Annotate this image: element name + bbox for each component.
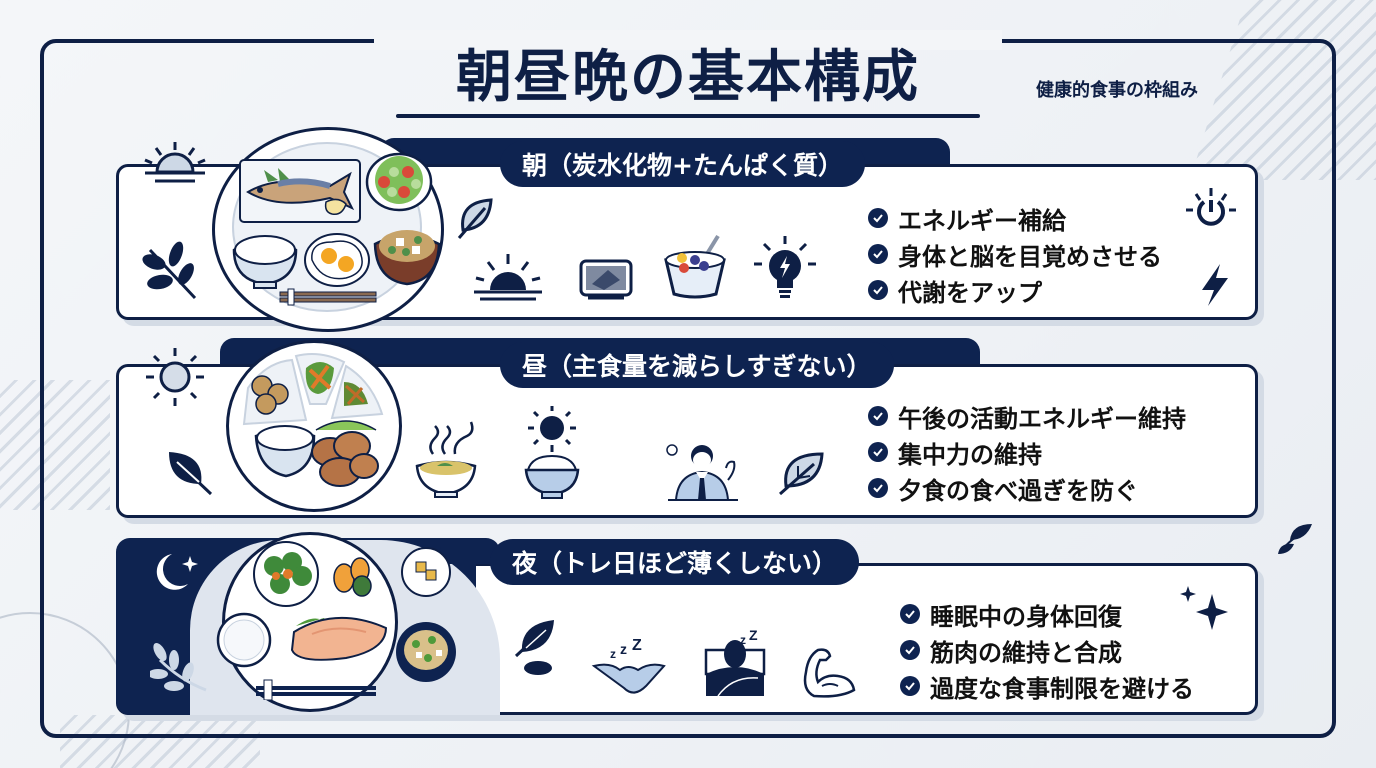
svg-text:Z: Z	[749, 628, 758, 643]
lightbulb-bolt-icon	[754, 236, 816, 298]
leaf-icon	[457, 198, 493, 239]
page-title: 朝昼晩の基本構成	[456, 45, 920, 110]
check-circle-icon	[868, 406, 888, 426]
rice-bowl	[232, 235, 298, 289]
section-noon-label: 昼（主食量を減らしすぎない）	[500, 342, 894, 388]
miso-soup	[373, 230, 441, 286]
power-icon	[1186, 188, 1236, 226]
businessman-icon	[666, 444, 738, 501]
section-morning-label: 朝（炭水化物+たんぱく質）	[500, 141, 865, 187]
list-item: 午後の活動エネルギー維持	[868, 398, 1186, 434]
yogurt-bowl-icon	[664, 234, 726, 299]
sparkle-icon	[1180, 586, 1228, 630]
noon-benefits-list: 午後の活動エネルギー維持 集中力の維持 夕食の食べ過ぎを防ぐ	[868, 398, 1186, 506]
list-item: エネルギー補給	[868, 200, 1162, 236]
grilled-fish	[239, 159, 361, 223]
svg-text:Z: Z	[632, 637, 642, 654]
morning-benefits-list: エネルギー補給 身体と脳を目覚めさせる 代謝をアップ	[868, 200, 1162, 308]
svg-text:z: z	[610, 647, 616, 661]
leaves-icon	[514, 620, 554, 675]
chopsticks	[279, 288, 377, 306]
noon-plate-dishes	[242, 353, 384, 487]
check-circle-icon	[900, 676, 920, 696]
check-circle-icon	[868, 478, 888, 498]
list-item: 睡眠中の身体回復	[900, 596, 1194, 632]
list-item: 身体と脳を目覚めさせる	[868, 236, 1162, 272]
check-circle-icon	[868, 280, 888, 300]
leaf-branch-icon	[142, 241, 197, 300]
leaf-branch-icon	[150, 642, 207, 692]
frame-title-gap	[374, 30, 1002, 50]
sleeping-person-icon: z Z	[704, 628, 766, 697]
list-item: 夕食の食べ過ぎを防ぐ	[868, 470, 1186, 506]
lightning-icon	[1202, 264, 1228, 306]
list-item: 集中力の維持	[868, 434, 1186, 470]
sun-icon	[146, 348, 204, 406]
check-circle-icon	[900, 640, 920, 660]
page-subtitle: 健康的食事の枠組み	[1036, 80, 1198, 101]
night-plate-dishes	[216, 541, 456, 700]
nori-icon	[579, 259, 633, 300]
list-item: 筋肉の維持と合成	[900, 632, 1194, 668]
soup-bowl-icon	[415, 421, 477, 498]
leaf-outline-icon	[779, 452, 824, 496]
check-circle-icon	[868, 208, 888, 228]
list-item: 代謝をアップ	[868, 272, 1162, 308]
leaf-icon	[169, 452, 213, 496]
flexed-arm-icon	[803, 648, 856, 698]
section-night-label: 夜（トレ日ほど薄くしない）	[490, 539, 860, 585]
check-circle-icon	[900, 604, 920, 624]
check-circle-icon	[868, 244, 888, 264]
svg-text:z: z	[740, 633, 746, 647]
sunrise-icon	[144, 142, 206, 183]
list-item: 過度な食事制限を避ける	[900, 668, 1194, 704]
fried-eggs	[304, 233, 370, 287]
sleep-cloud-icon: z z Z	[591, 637, 666, 694]
moon-star-icon	[156, 554, 198, 590]
sunrise-solid-icon	[474, 254, 542, 301]
rice-sun-icon	[524, 406, 580, 499]
title-underline	[396, 114, 980, 118]
night-benefits-list: 睡眠中の身体回復 筋肉の維持と合成 過度な食事制限を避ける	[900, 596, 1194, 704]
svg-text:z: z	[620, 641, 627, 657]
check-circle-icon	[868, 442, 888, 462]
noon-plate	[226, 340, 402, 512]
leaves-icon	[1278, 524, 1312, 554]
salad-bowl	[365, 152, 433, 212]
